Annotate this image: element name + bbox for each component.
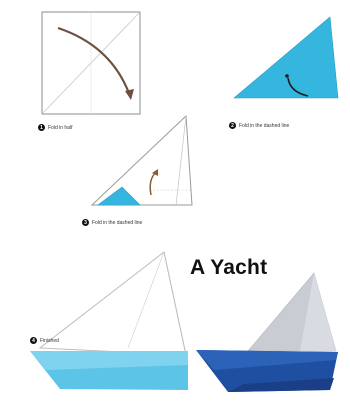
page-title: A Yacht bbox=[190, 256, 268, 279]
step-2-text: Fold in the dashed line bbox=[239, 122, 290, 129]
mast bbox=[163, 251, 187, 356]
step1-diagram bbox=[41, 11, 141, 115]
blue-triangle bbox=[233, 16, 339, 99]
hull-navy-bottom bbox=[228, 378, 334, 392]
step-4-text: Finished bbox=[40, 337, 59, 344]
step-1-number: 1 bbox=[38, 124, 45, 131]
step-3-caption: 3 Fold in the dashed line bbox=[82, 219, 142, 226]
fold-arrow bbox=[57, 26, 132, 97]
step-3-number: 3 bbox=[82, 219, 89, 226]
fold-arrow-2-tail bbox=[285, 74, 289, 78]
step-3-text: Fold in the dashed line bbox=[92, 219, 143, 226]
fold-arrow-head bbox=[125, 89, 134, 100]
step-2-number: 2 bbox=[229, 122, 236, 129]
step2-diagram bbox=[233, 16, 339, 99]
step-1-caption: 1 Fold in half bbox=[38, 124, 72, 131]
hull-deep-blue-top bbox=[196, 350, 338, 370]
tall-triangle bbox=[90, 114, 193, 206]
sail-crease bbox=[127, 251, 165, 349]
blue-folded-corner bbox=[97, 186, 141, 206]
step-4-number: 4 bbox=[30, 337, 37, 344]
yacht-right bbox=[196, 272, 338, 392]
step-2-caption: 2 Fold in the dashed line bbox=[229, 122, 289, 129]
step3-diagram bbox=[90, 114, 193, 206]
yacht-left bbox=[30, 251, 188, 390]
hull-highlight bbox=[30, 351, 188, 370]
step-1-text: Fold in half bbox=[48, 124, 73, 131]
fold-arrow-2 bbox=[287, 77, 309, 97]
sail-large bbox=[38, 251, 187, 356]
sail-grey-light bbox=[300, 273, 336, 351]
fold-arrow-3-head bbox=[152, 169, 158, 176]
dashed-fold-line bbox=[175, 115, 187, 206]
step-4-caption: 4 Finished bbox=[30, 337, 59, 344]
